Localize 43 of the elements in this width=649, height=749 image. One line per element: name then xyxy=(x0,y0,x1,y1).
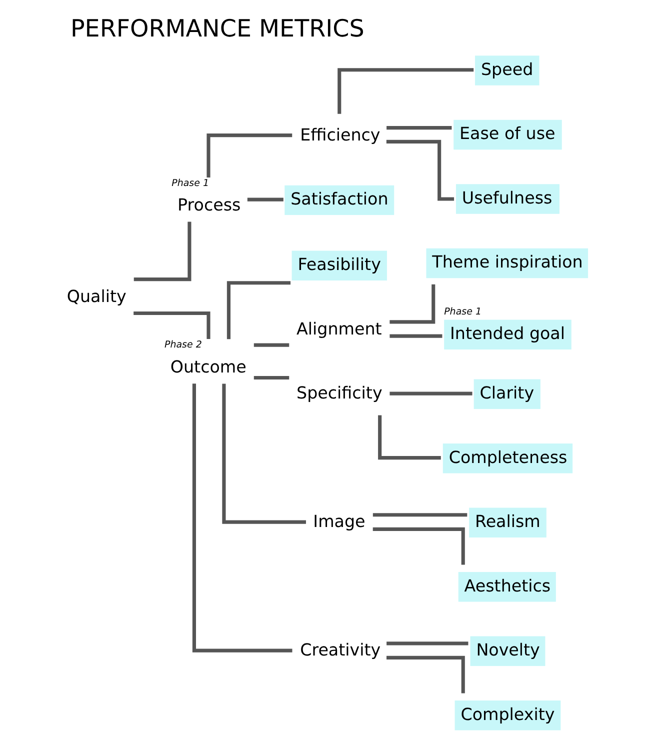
connector xyxy=(338,68,474,114)
node-box: Feasibility xyxy=(292,250,387,280)
node-text: Image xyxy=(313,512,366,532)
connector xyxy=(206,134,292,178)
connector xyxy=(390,334,442,338)
connector xyxy=(372,527,465,565)
node-box: Clarity xyxy=(474,379,540,409)
connector xyxy=(386,642,468,646)
connector xyxy=(222,384,306,524)
connector xyxy=(372,513,468,517)
node-text: Quality xyxy=(66,287,126,306)
node-box: Satisfaction xyxy=(284,185,394,216)
connector xyxy=(134,222,192,282)
node-text: Creativity xyxy=(300,640,381,660)
node-box: Speed xyxy=(475,56,540,86)
connector xyxy=(254,376,290,380)
node-box: Theme inspiration xyxy=(426,248,588,278)
connector xyxy=(134,311,210,339)
node-box: Usefulness xyxy=(456,184,560,214)
connector xyxy=(386,140,454,201)
connector xyxy=(390,392,472,396)
connector xyxy=(226,281,291,340)
connector xyxy=(247,198,284,202)
node-text: Phase 2 Outcome xyxy=(164,340,246,376)
connector xyxy=(386,656,465,694)
node-box: Intended goal xyxy=(444,320,572,350)
node-box: Novelty xyxy=(470,636,546,666)
node-box: Ease of use xyxy=(454,120,562,150)
node-text: Specificity xyxy=(296,384,382,403)
node-box: Aesthetics xyxy=(458,572,556,602)
diagram-title: PERFORMANCE METRICS xyxy=(70,14,364,43)
node-text: Efficiency xyxy=(300,125,380,144)
node-box: Realism xyxy=(469,508,546,538)
connector xyxy=(386,126,452,130)
node-text: Alignment xyxy=(296,319,382,338)
node-box: Completeness xyxy=(442,444,573,474)
node-label: Phase 1 xyxy=(444,306,482,318)
connector xyxy=(390,284,436,324)
connector xyxy=(192,384,292,652)
connector xyxy=(254,343,290,347)
node-text: Phase 1 Process xyxy=(172,178,241,215)
connector xyxy=(378,415,441,460)
node-box: Complexity xyxy=(454,700,561,730)
